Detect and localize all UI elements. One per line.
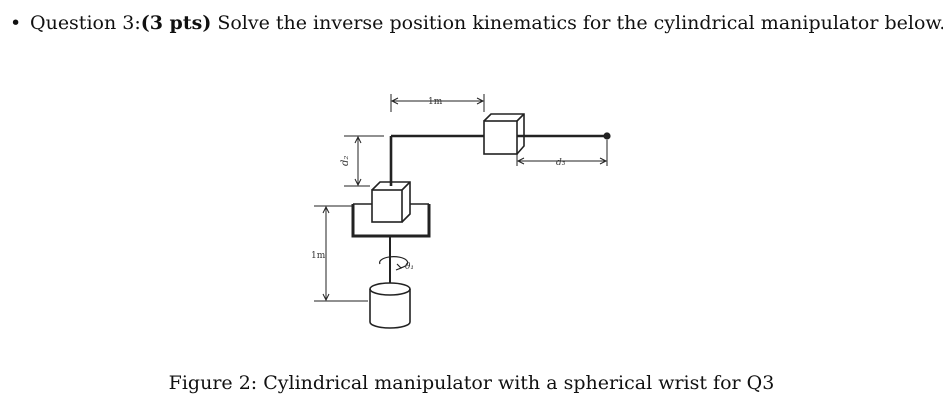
question-prefix: Question 3:	[30, 12, 141, 34]
theta1-rotation-arrow	[379, 256, 409, 271]
figure-caption: Figure 2: Cylindrical manipulator with a…	[168, 372, 775, 394]
top-1m-dimension	[390, 94, 485, 112]
d3-dimension	[516, 140, 608, 166]
prismatic-cube-top	[483, 113, 525, 155]
revolute-cube	[371, 181, 411, 223]
manipulator-figure: 1m d₂ d₃ 1m θ₁	[311, 94, 611, 329]
base-cylinder	[369, 282, 411, 329]
end-effector	[603, 132, 611, 140]
label-d3: d₃	[556, 158, 566, 168]
label-top-1m: 1m	[428, 97, 443, 107]
label-theta1: θ₁	[405, 262, 414, 272]
base-1m-dimension	[314, 205, 368, 302]
bullet: •	[10, 12, 22, 34]
question-points: (3 pts)	[140, 12, 212, 34]
question-line: • Question 3:(3 pts) Solve the inverse po…	[10, 10, 943, 36]
question-text: Solve the inverse position kinematics fo…	[211, 12, 943, 34]
label-base-1m: 1m	[311, 251, 326, 261]
label-d2: d₂	[340, 156, 351, 166]
d2-dimension	[344, 135, 384, 187]
